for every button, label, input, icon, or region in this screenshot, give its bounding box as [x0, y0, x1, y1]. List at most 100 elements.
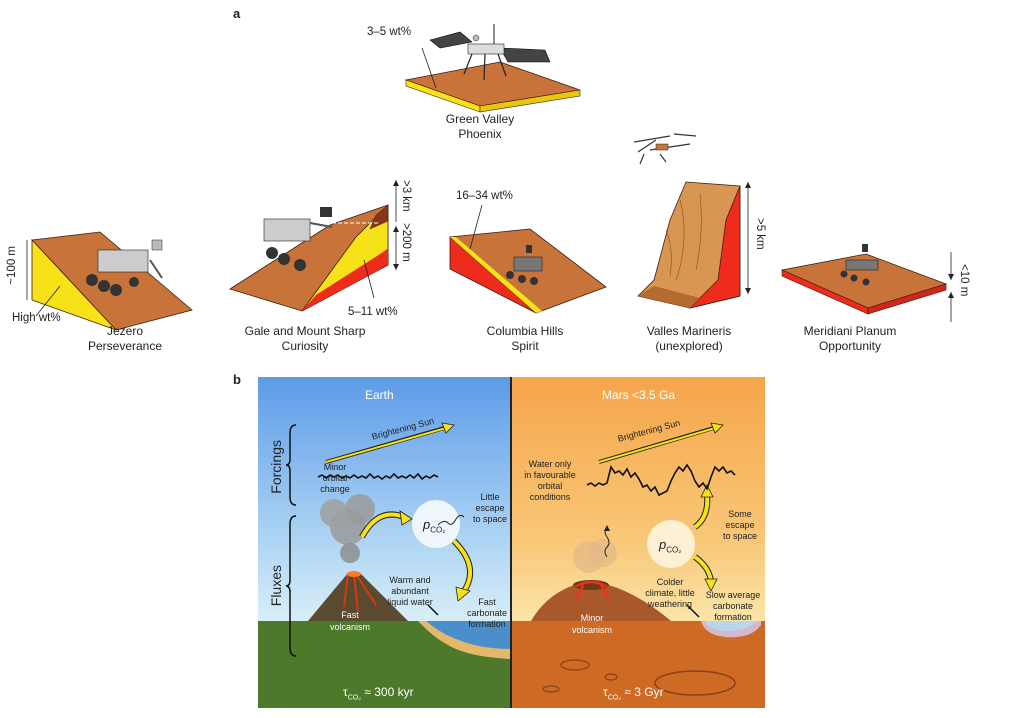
gale-leader-line [363, 259, 375, 299]
mars-title: Mars <3.5 Ga [602, 388, 676, 402]
site-gale: >3 km >200 m 5–11 wt% Gale and Mount Sha… [220, 165, 450, 360]
mars-orbital-line: conditions [529, 492, 571, 502]
gale-label: Gale and Mount Sharp Curiosity [220, 324, 390, 354]
mars-tau-value: ≈ 3 Gyr [624, 685, 664, 699]
site-columbia: 16–34 wt% Columbia Hills Spirit [430, 165, 610, 360]
forcings-brace [285, 424, 297, 506]
earth-escape-line: escape [475, 503, 505, 513]
earth-orbital-line: orbital [322, 473, 348, 483]
phoenix-label: Green Valley Phoenix [440, 112, 520, 142]
valles-terrain-illustration [637, 181, 741, 309]
phoenix-site-name: Green Valley [445, 112, 515, 126]
mars-tau-subscript: CO₂ [607, 694, 621, 702]
phoenix-mission-name: Phoenix [458, 127, 502, 141]
earth-orbital-label: Minor orbital change [310, 462, 360, 495]
forcings-label: Forcings [268, 440, 284, 494]
earth-panel [258, 377, 511, 708]
earth-carbonate-line: carbonate [466, 608, 508, 618]
mars-carbonate-line: Slow average [705, 590, 761, 600]
mars-pco2-symbol: p [659, 537, 667, 552]
columbia-terrain-illustration [449, 228, 607, 314]
mars-pco2-label: pCO₂ [659, 537, 681, 555]
phoenix-terrain-illustration [404, 24, 581, 113]
valles-mission-name: (unexplored) [655, 339, 723, 353]
earth-carbonate-line: formation [468, 619, 506, 629]
earth-tau-subscript: CO₂ [347, 694, 361, 702]
earth-orbital-line: change [320, 484, 350, 494]
panel-divider [510, 377, 512, 708]
fluxes-brace [285, 515, 297, 657]
site-meridiani: <10 m Meridiani Planum Opportunity [770, 220, 990, 360]
mars-panel [511, 377, 765, 708]
gale-depth-arrows [393, 180, 399, 270]
columbia-leader-line [469, 204, 483, 250]
jezero-depth-arrow [26, 240, 28, 300]
mars-ground [511, 422, 765, 708]
columbia-site-name: Columbia Hills [486, 324, 564, 338]
mars-carbonate-label: Slow average carbonate formation [702, 590, 764, 623]
mars-escape-line: to space [722, 531, 758, 541]
mars-climate-line: weathering [647, 599, 693, 609]
earth-orbital-line: Minor [323, 462, 347, 472]
panel-b-label: b [233, 372, 241, 387]
earth-water-label: Warm and abundant liquid water [380, 575, 440, 608]
valles-depth: >5 km [754, 218, 766, 250]
mars-escape-line: Some [728, 509, 752, 519]
mars-climate-line: climate, little [645, 588, 695, 598]
mars-climate-line: Colder [656, 577, 684, 587]
earth-volcanism-label: Fast volcanism [320, 609, 380, 633]
valles-site-name: Valles Marineris [646, 324, 732, 338]
mars-pco2-subscript: CO₂ [666, 545, 682, 555]
mars-volcanism-label: Minor volcanism [562, 612, 622, 636]
gale-terrain-illustration [229, 204, 389, 312]
columbia-mission-name: Spirit [511, 339, 539, 353]
columbia-label: Columbia Hills Spirit [470, 324, 580, 354]
meridiani-label: Meridiani Planum Opportunity [790, 324, 910, 354]
earth-carbonate-line: Fast [478, 597, 496, 607]
site-jezero: ~100 m High wt% Jezero Perseverance [0, 220, 230, 360]
earth-title: Earth [365, 388, 394, 402]
earth-pco2-label: pCO₂ [423, 517, 445, 535]
meridiani-mission-name: Opportunity [818, 339, 882, 353]
gale-annotation: 5–11 wt% [348, 306, 398, 318]
earth-pco2-subscript: CO₂ [430, 525, 446, 535]
jezero-terrain-illustration [31, 231, 193, 331]
mars-orbital-line: orbital [537, 481, 563, 491]
earth-tau-label: τCO₂ ≈ 300 kyr [343, 685, 414, 701]
columbia-annotation: 16–34 wt% [456, 190, 513, 202]
site-phoenix: 3–5 wt% Green Valley Phoenix [367, 10, 620, 150]
earth-water-line: Warm and [389, 575, 431, 585]
jezero-label: Jezero Perseverance [70, 324, 180, 354]
valles-depth-arrow [745, 182, 751, 294]
mars-tau-label: τCO₂ ≈ 3 Gyr [603, 685, 664, 701]
gale-mission-name: Curiosity [281, 339, 329, 353]
earth-volcanism-line: volcanism [329, 622, 370, 632]
earth-escape-label: Little escape to space [470, 492, 510, 525]
earth-pco2-symbol: p [423, 517, 431, 532]
earth-tau-symbol: τ [343, 685, 348, 699]
phoenix-annotation: 3–5 wt% [367, 26, 412, 38]
jezero-annotation: High wt% [12, 312, 61, 324]
curiosity-rover-icon [263, 207, 333, 271]
site-valles: >5 km Valles Marineris (unexplored) [610, 130, 780, 360]
meridiani-depth: <10 m [958, 264, 970, 297]
mars-orbital-line: in favourable [524, 470, 576, 480]
fluxes-label: Fluxes [268, 565, 284, 607]
mars-volcanism-line: volcanism [571, 625, 612, 635]
gale-depth-inner: >200 m [400, 223, 412, 262]
mars-escape-line: escape [725, 520, 755, 530]
mars-escape-label: Some escape to space [718, 509, 762, 542]
mars-orbital-label: Water only in favourable orbital conditi… [514, 459, 586, 503]
mars-climate-label: Colder climate, little weathering [640, 577, 700, 610]
earth-volcanism-line: Fast [341, 610, 359, 620]
opportunity-rover-icon [840, 244, 879, 286]
earth-tau-value: ≈ 300 kyr [364, 685, 414, 699]
phoenix-lander-icon [429, 24, 551, 81]
perseverance-rover-icon [86, 239, 163, 296]
valles-drone-icon [633, 133, 697, 165]
meridiani-depth-arrows [948, 252, 954, 322]
jezero-mission-name: Perseverance [87, 339, 163, 353]
gale-site-name: Gale and Mount Sharp [244, 324, 366, 338]
spirit-rover-icon [506, 245, 543, 285]
earth-ground [258, 422, 511, 708]
